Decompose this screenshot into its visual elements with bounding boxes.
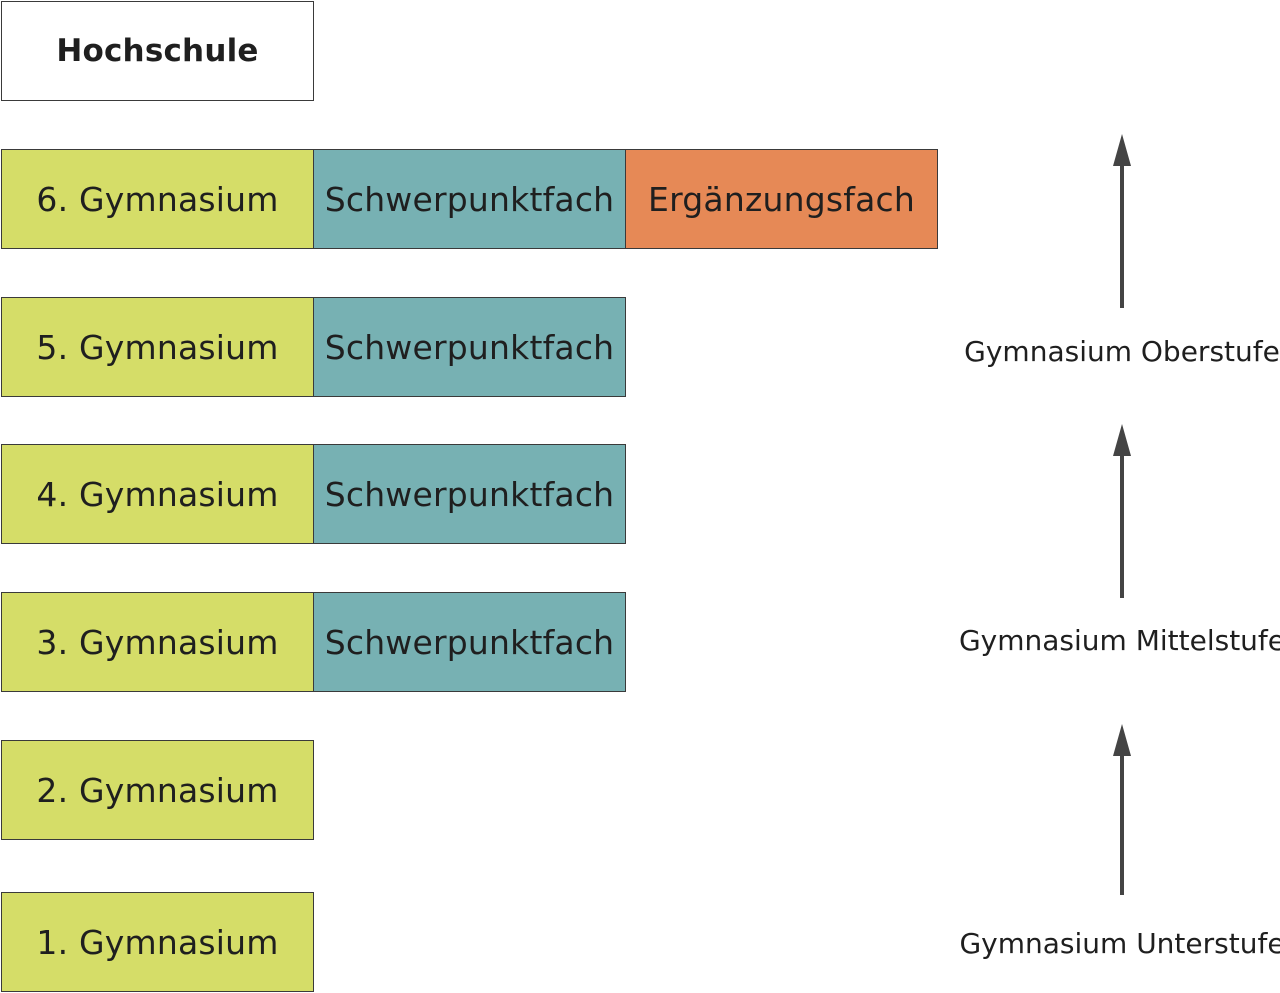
row-4-gymnasium: 4. Gymnasium <box>1 444 314 544</box>
grade-label: 6. Gymnasium <box>36 179 279 219</box>
grade-label: 2. Gymnasium <box>36 770 279 810</box>
row-3-schwerpunktfach: Schwerpunktfach <box>313 592 626 692</box>
subject-label: Schwerpunktfach <box>324 622 615 662</box>
row-3-gymnasium: 3. Gymnasium <box>1 592 314 692</box>
subject-label: Schwerpunktfach <box>324 179 615 219</box>
grade-label: 4. Gymnasium <box>36 474 279 514</box>
stage-label-oberstufe: Gymnasium Oberstufe <box>964 335 1280 368</box>
subject-label: Schwerpunktfach <box>324 327 615 367</box>
row-5-gymnasium: 5. Gymnasium <box>1 297 314 397</box>
arrow-oberstufe <box>1113 134 1131 308</box>
row-6-gymnasium: 6. Gymnasium <box>1 149 314 249</box>
row-1-gymnasium: 1. Gymnasium <box>1 892 314 992</box>
grade-label: 3. Gymnasium <box>36 622 279 662</box>
row-6-ergaenzungsfach: Ergänzungsfach <box>625 149 938 249</box>
grade-label: 5. Gymnasium <box>36 327 279 367</box>
hochschule-label: Hochschule <box>56 33 259 69</box>
stage-label-mittelstufe: Gymnasium Mittelstufe <box>958 624 1280 657</box>
hochschule-box: Hochschule <box>1 1 314 101</box>
arrow-mittelstufe <box>1113 424 1131 598</box>
subject-label: Schwerpunktfach <box>324 474 615 514</box>
arrow-unterstufe <box>1113 724 1131 895</box>
grade-label: 1. Gymnasium <box>36 922 279 962</box>
row-6-schwerpunktfach: Schwerpunktfach <box>313 149 626 249</box>
row-4-schwerpunktfach: Schwerpunktfach <box>313 444 626 544</box>
stage-label-unterstufe: Gymnasium Unterstufe <box>959 927 1280 960</box>
row-5-schwerpunktfach: Schwerpunktfach <box>313 297 626 397</box>
subject-label: Ergänzungsfach <box>648 179 915 219</box>
row-2-gymnasium: 2. Gymnasium <box>1 740 314 840</box>
